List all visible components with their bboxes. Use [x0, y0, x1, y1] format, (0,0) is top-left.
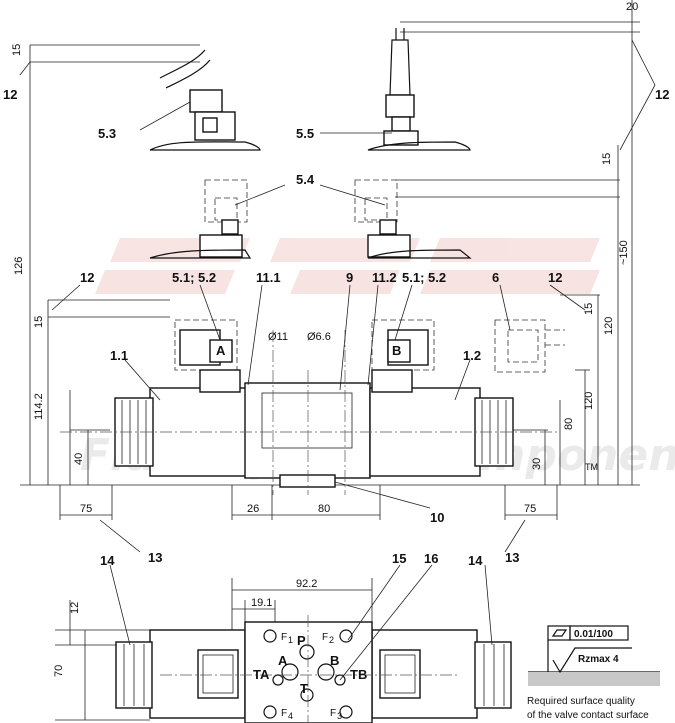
label-12-mid-right: 12: [548, 270, 562, 285]
dim-19-1: 19.1: [251, 597, 272, 609]
dim-92-2: 92.2: [296, 578, 317, 590]
dim-dia-11: Ø11: [268, 331, 288, 343]
port-ta: TA: [253, 667, 270, 682]
label-5-1-right: 5.1; 5.2: [402, 270, 446, 285]
dim-70: 70: [53, 665, 65, 677]
solenoid-label-b: B: [392, 343, 401, 358]
dim-150: ~150: [618, 240, 630, 265]
leader-lines-top: [19, 39, 656, 553]
port-p: P: [297, 633, 306, 648]
valve-bottom-view: [115, 615, 512, 723]
port-b: B: [330, 653, 339, 668]
bolt-f2: F: [322, 632, 328, 643]
bolt-f4-sub: 4: [288, 711, 293, 721]
valve-main-body: [60, 330, 560, 495]
dim-40: 40: [73, 453, 85, 465]
dim-15-top-left: 15: [11, 44, 23, 56]
surface-quality-symbol: [528, 625, 660, 686]
label-12-top-left: 12: [3, 87, 17, 102]
flatness-tolerance: 0.01/100: [574, 629, 613, 640]
dim-120-b: 120: [583, 392, 595, 410]
dim-15-left: 15: [33, 316, 45, 328]
leader-lines-bottom: [109, 564, 493, 681]
dim-120-a: 120: [603, 317, 615, 335]
dim-12: 12: [69, 602, 81, 614]
label-12-top-right: 12: [655, 87, 669, 102]
port-tb: TB: [350, 667, 367, 682]
dim-80-horizontal: 80: [318, 503, 330, 515]
port-a: A: [278, 653, 288, 668]
dim-20: 20: [626, 1, 638, 13]
solenoid-label-a: A: [216, 343, 226, 358]
label-14-left: 14: [100, 553, 115, 568]
surface-note-line-1: Required surface quality: [527, 696, 635, 707]
dim-dia-6-6: Ø6.6: [307, 331, 331, 343]
bolt-f4: F: [281, 708, 287, 719]
port-t: T: [300, 681, 308, 696]
roughness-value: Rzmax 4: [578, 654, 619, 665]
dim-15-right: 15: [601, 153, 613, 165]
bolt-f3: F: [330, 708, 336, 719]
dim-114-2: 114.2: [33, 393, 45, 420]
label-1-2: 1.2: [463, 348, 481, 363]
label-11-2: 11.2: [372, 270, 397, 285]
label-15: 15: [392, 551, 406, 566]
coil-plug-right: [371, 319, 435, 371]
label-13-left: 13: [148, 550, 162, 565]
label-5-3: 5.3: [98, 126, 116, 141]
plug-6: [494, 319, 565, 373]
label-14-right: 14: [468, 553, 483, 568]
connector-5-4: [149, 179, 472, 259]
dim-30: 30: [531, 458, 543, 470]
dim-75-right: 75: [524, 503, 536, 515]
dim-26: 26: [247, 503, 259, 515]
coil-plug-left: [174, 319, 238, 371]
watermark-logo: [95, 238, 600, 294]
watermark-tm: TM: [585, 462, 598, 472]
label-5-4: 5.4: [296, 172, 315, 187]
dim-80-vertical: 80: [563, 418, 575, 430]
label-1-1: 1.1: [110, 348, 128, 363]
label-13-right: 13: [505, 550, 519, 565]
dim-75-left: 75: [80, 503, 92, 515]
label-10: 10: [430, 510, 444, 525]
label-16: 16: [424, 551, 438, 566]
label-5-5: 5.5: [296, 126, 314, 141]
bolt-f2-sub: 2: [329, 635, 334, 645]
label-5-1-left: 5.1; 5.2: [172, 270, 216, 285]
bolt-f3-sub: 3: [337, 711, 342, 721]
label-9: 9: [346, 270, 353, 285]
label-11-1: 11.1: [256, 270, 281, 285]
bolt-f1: F: [281, 632, 287, 643]
label-12-mid-left: 12: [80, 270, 94, 285]
dimension-lines-top: [20, 0, 640, 520]
dim-126: 126: [13, 257, 25, 275]
label-6: 6: [492, 270, 499, 285]
bolt-f1-sub: 1: [288, 635, 293, 645]
dim-15-cap: 15: [583, 303, 595, 315]
connector-5-5: [367, 28, 471, 151]
connector-5-3: [149, 49, 261, 151]
surface-note-line-2: of the valve contact surface: [527, 710, 649, 721]
